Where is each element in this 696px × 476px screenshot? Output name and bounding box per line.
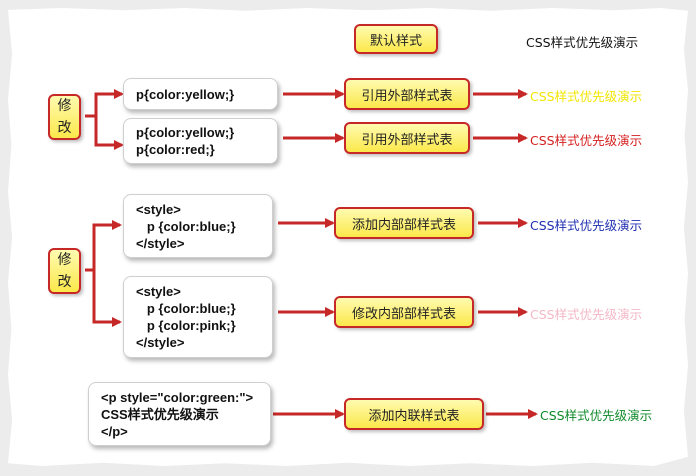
group-label-modify-2: 修 改	[48, 248, 81, 294]
code-line: </style>	[136, 235, 185, 251]
demo-text-row-4: CSS样式优先级演示	[530, 307, 643, 322]
default-style-label: 默认样式	[369, 33, 422, 49]
connector-layer	[85, 89, 538, 419]
code-box-row-3: <style> p {color:blue;} </style>	[123, 194, 273, 258]
action-box-row-3: 添加内部部样式表	[334, 207, 474, 239]
code-line: p {color:blue;}	[136, 301, 236, 316]
code-line: p {color:blue;}	[136, 218, 236, 234]
action-label: 引用外部样式表	[361, 88, 453, 104]
action-label: 引用外部样式表	[361, 132, 453, 148]
code-box-row-1: p{color:yellow;}	[123, 78, 278, 110]
paper-sheet: 默认样式 CSS样式优先级演示 修 改 修 改 p{color:yellow;}…	[8, 8, 688, 466]
code-line: <style>	[136, 201, 181, 217]
group-label-char: 修	[57, 98, 72, 114]
group-label-char: 修	[57, 252, 72, 268]
group-label-modify-1: 修 改	[48, 94, 81, 140]
demo-text-row-2: CSS样式优先级演示	[530, 133, 643, 148]
action-box-row-2: 引用外部样式表	[344, 122, 470, 154]
code-line: <style>	[136, 284, 181, 299]
bracket-group-2-bottom	[92, 270, 122, 327]
group-label-char: 改	[57, 120, 72, 136]
default-style-box: 默认样式	[354, 24, 438, 54]
code-box-row-5: <p style="color:green:"> CSS样式优先级演示 </p>	[88, 382, 271, 446]
code-line: </p>	[101, 423, 128, 439]
code-line: p{color:yellow;}	[136, 86, 235, 102]
code-line: <p style="color:green:">	[101, 389, 254, 405]
action-box-row-4: 修改内部部样式表	[334, 296, 474, 328]
default-demo-text: CSS样式优先级演示	[526, 35, 639, 50]
demo-text-row-1: CSS样式优先级演示	[530, 89, 643, 104]
demo-text-row-5: CSS样式优先级演示	[540, 408, 653, 423]
group-label-char: 改	[57, 274, 72, 290]
code-line: p{color:red;}	[136, 142, 215, 157]
action-label: 添加内联样式表	[368, 408, 460, 424]
code-box-row-4: <style> p {color:blue;} p {color:pink;} …	[123, 276, 273, 358]
action-box-row-1: 引用外部样式表	[344, 78, 470, 110]
action-box-row-5: 添加内联样式表	[344, 398, 484, 430]
demo-text-row-3: CSS样式优先级演示	[530, 218, 643, 233]
bracket-group-2	[85, 220, 122, 272]
bracket-group-1	[85, 92, 122, 145]
action-label: 添加内部部样式表	[351, 217, 456, 233]
code-line: </style>	[136, 335, 185, 350]
code-box-row-2: p{color:yellow;} p{color:red;}	[123, 118, 278, 164]
code-line: p{color:yellow;}	[136, 125, 235, 140]
code-line: CSS样式优先级演示	[101, 406, 219, 422]
code-line: p {color:pink;}	[136, 318, 236, 333]
action-label: 修改内部部样式表	[351, 306, 456, 322]
